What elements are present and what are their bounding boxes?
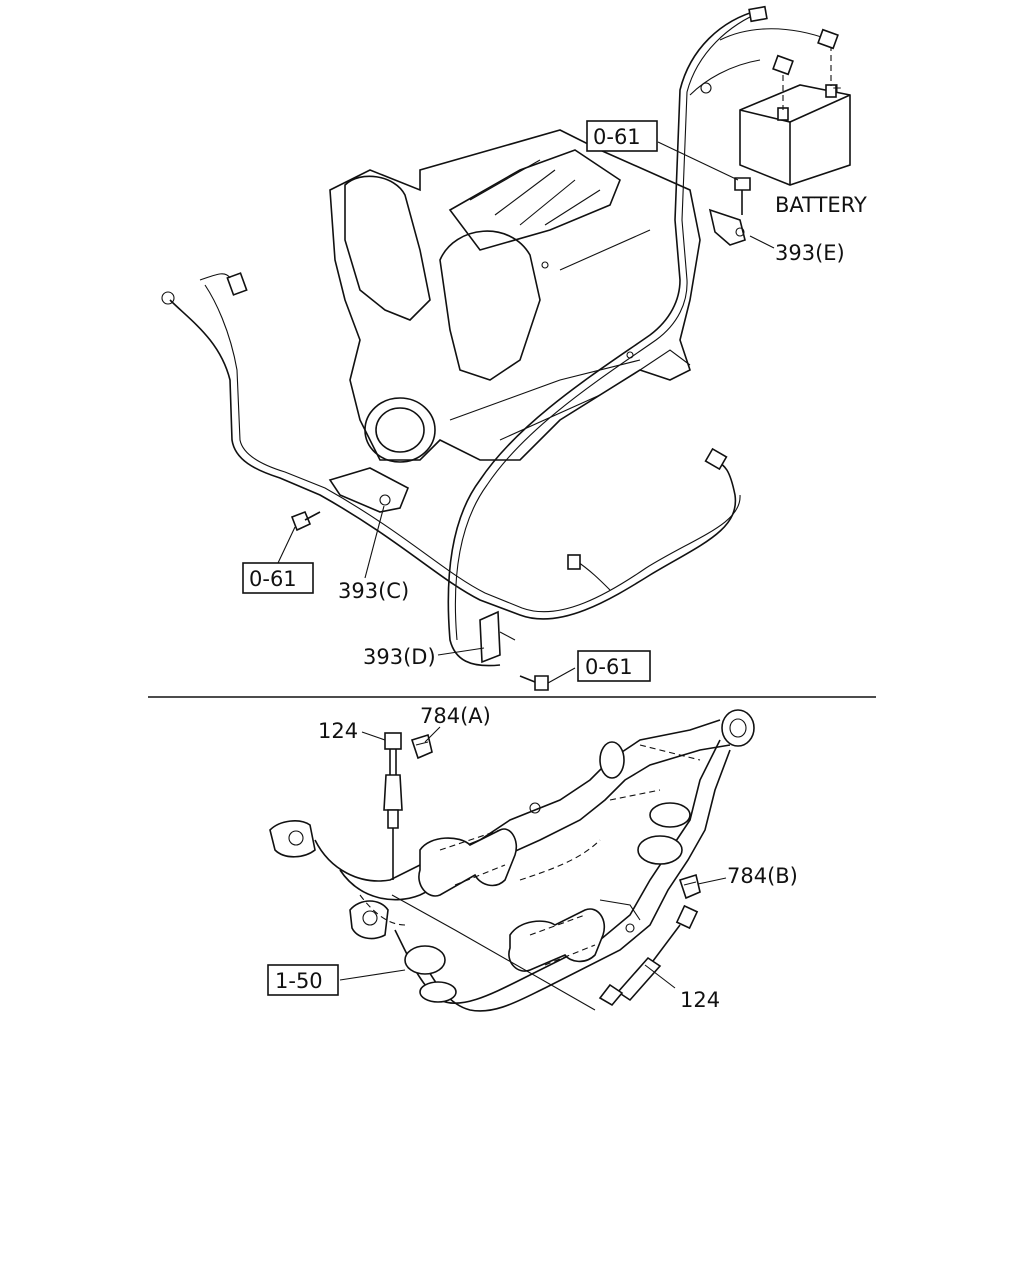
bracket-393c	[290, 467, 410, 532]
part-784a-label: 784(A)	[420, 704, 491, 728]
engine-block	[329, 129, 701, 463]
ref-061-left-label: 0-61	[249, 567, 297, 591]
clip-784b	[678, 873, 701, 900]
bracket-393e	[708, 177, 751, 246]
ref-061-bottom-label: 0-61	[585, 655, 633, 679]
ref-box-061-top	[586, 120, 658, 152]
o2-sensor-upper	[383, 732, 403, 880]
ref-061-top-label: 0-61	[593, 125, 641, 149]
ref-150-label: 1-50	[275, 969, 323, 993]
callout-lines-top	[277, 141, 775, 684]
ref-box-061-bottom	[577, 650, 651, 682]
part-393e-label: 393(E)	[775, 241, 845, 265]
part-124-lower-label: 124	[680, 988, 720, 1012]
bracket-393d	[479, 610, 549, 691]
ref-box-061-left	[242, 562, 314, 594]
part-124-upper-label: 124	[318, 719, 358, 743]
exhaust-pipe	[269, 709, 755, 1012]
battery-label: BATTERY	[775, 193, 867, 217]
battery-cables	[161, 5, 839, 667]
ref-box-150	[267, 964, 339, 996]
part-784b-label: 784(B)	[727, 864, 798, 888]
callout-lines-bottom	[339, 726, 727, 1011]
battery-plus-label: +	[832, 81, 842, 95]
part-393d-label: 393(D)	[363, 645, 436, 669]
part-393c-label: 393(C)	[338, 579, 409, 603]
battery: +	[739, 45, 851, 186]
